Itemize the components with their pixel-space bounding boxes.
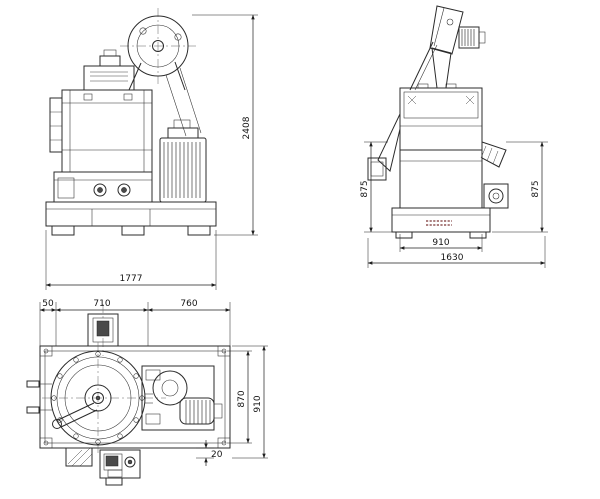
dim-plan-overall-depth: 910: [232, 345, 268, 459]
dim-side-base-width-label: 910: [432, 238, 449, 248]
cyclone-fan: [429, 5, 464, 55]
belt-guard: [128, 61, 202, 137]
machine-body: [61, 89, 153, 173]
dim-plan-bottom-offset-label: 20: [211, 450, 223, 460]
dim-front-overall-height-label: 2408: [242, 116, 252, 139]
milling-chamber: [42, 342, 166, 454]
dim-side-height-right: 875: [492, 141, 548, 233]
dim-plan-top-chain: 50 710 760: [39, 299, 231, 346]
dim-front-overall-height: 2408: [192, 14, 258, 236]
side-cabinet: [49, 97, 63, 153]
dim-plan-edge-offset-label: 50: [42, 299, 54, 309]
gearbox: [483, 183, 509, 209]
dim-side-base-width: 910: [399, 234, 483, 252]
pulley-assembly: [120, 8, 196, 84]
side-view: 875 875 910 1630: [360, 5, 548, 268]
body-side: [399, 83, 483, 209]
bottom-pad: [65, 447, 93, 467]
pump-unit: [99, 449, 141, 486]
dim-side-height-left-label: 875: [360, 180, 370, 197]
feed-hopper: [83, 49, 135, 91]
dim-side-height-left: 875: [360, 141, 392, 233]
dim-plan-section-left-label: 710: [93, 299, 110, 309]
base-frame-front: [45, 201, 217, 236]
drive-unit: [141, 365, 223, 431]
down-duct: [431, 47, 452, 89]
dim-plan-overall-depth-label: 910: [253, 395, 263, 412]
nameplate: [426, 220, 452, 226]
base-frame-side: [391, 207, 491, 239]
feed-inlet: [87, 304, 119, 356]
dim-front-overall-width: 1777: [45, 230, 217, 290]
dim-plan-frame-depth-label: 870: [237, 390, 247, 407]
dim-plan-frame-depth: 870: [227, 350, 252, 444]
dim-plan-section-right-label: 760: [180, 299, 197, 309]
handle-lever: [52, 402, 98, 429]
discharge-chute: [367, 113, 401, 181]
clamp-handles: [26, 380, 52, 414]
main-motor: [159, 119, 207, 203]
dim-plan-bottom-offset: 20: [196, 440, 223, 466]
dim-side-overall-width-label: 1630: [441, 253, 464, 263]
fan-motor: [458, 26, 486, 49]
plan-view: 50 710 760: [26, 299, 268, 486]
dim-side-height-right-label: 875: [531, 180, 541, 197]
outlet-tray: [480, 141, 507, 168]
lower-housing: [53, 171, 153, 203]
front-view: 2408 1777: [45, 8, 258, 290]
dim-front-overall-width-label: 1777: [120, 274, 143, 284]
support-arm: [409, 41, 438, 91]
dim-side-overall-width: 1630: [367, 236, 546, 268]
